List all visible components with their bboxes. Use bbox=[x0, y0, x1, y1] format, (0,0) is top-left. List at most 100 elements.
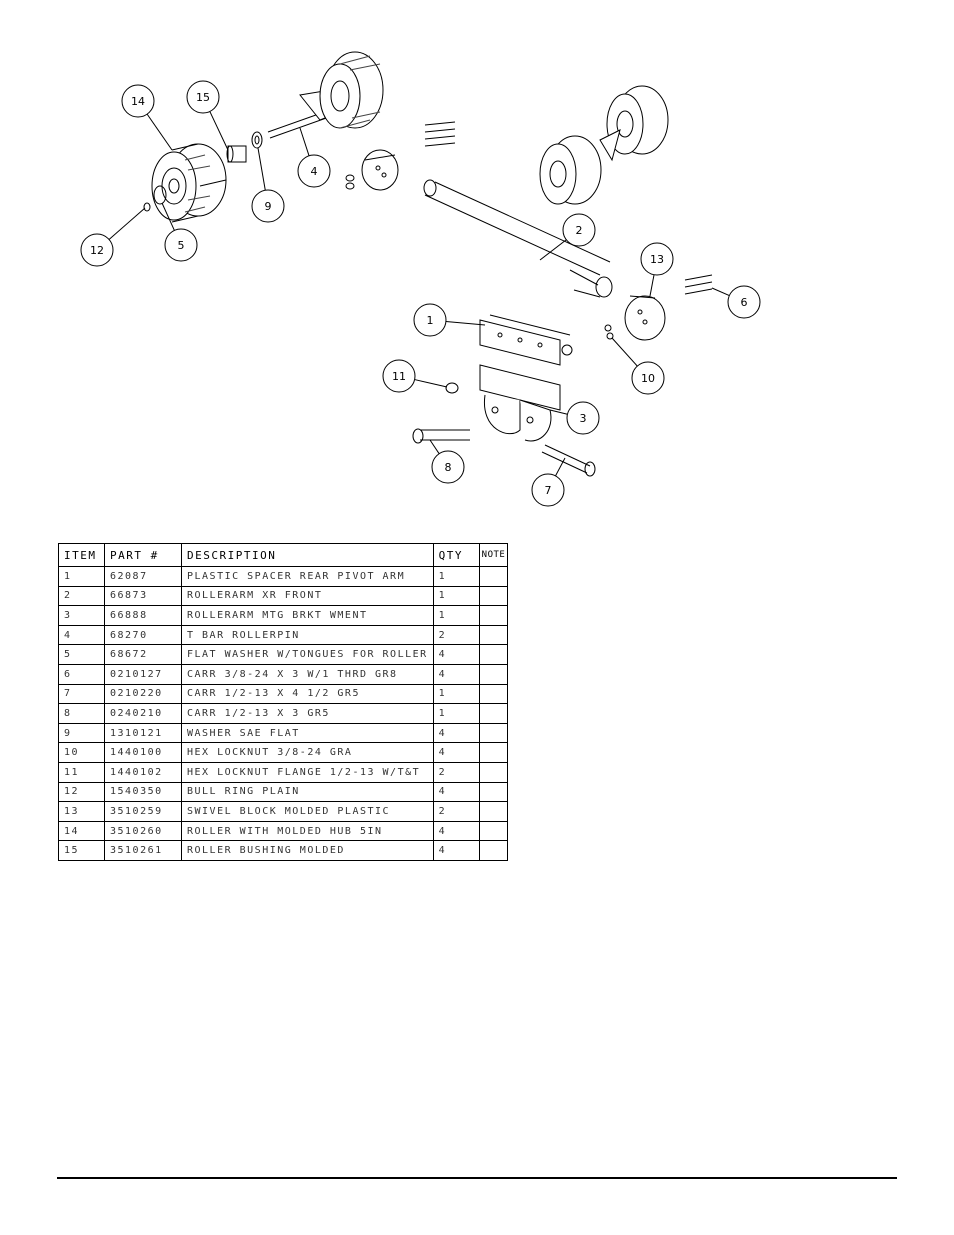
leader-line bbox=[299, 127, 310, 156]
cell-description: HEX LOCKNUT FLANGE 1/2-13 W/T&T bbox=[181, 761, 434, 783]
leader-line bbox=[257, 147, 266, 191]
cell-part-number: 3510260 bbox=[104, 820, 182, 842]
cell-part-number: 1440102 bbox=[104, 761, 182, 783]
cell-description: CARR 1/2-13 X 3 GR5 bbox=[181, 703, 434, 724]
callout-5: 5 bbox=[164, 228, 198, 262]
cell-note bbox=[478, 644, 509, 665]
cell-note bbox=[478, 585, 509, 607]
cell-note bbox=[478, 840, 509, 861]
hex-nut-center bbox=[561, 344, 573, 356]
cell-item: 2 bbox=[58, 585, 105, 607]
cell-note bbox=[478, 801, 509, 822]
leader-line bbox=[445, 320, 486, 326]
mtg-bracket bbox=[479, 364, 561, 442]
callout-label: 10 bbox=[641, 372, 655, 385]
callout-6: 6 bbox=[727, 285, 761, 319]
cell-item: 11 bbox=[58, 761, 105, 783]
washer-5 bbox=[153, 185, 167, 205]
leader-line bbox=[549, 409, 568, 415]
cell-item: 7 bbox=[58, 683, 105, 705]
bolts-top bbox=[424, 121, 456, 147]
callout-label: 12 bbox=[90, 244, 104, 257]
cell-item: 4 bbox=[58, 624, 105, 646]
cell-note bbox=[478, 703, 509, 724]
callout-9: 9 bbox=[251, 189, 285, 223]
cell-qty: 1 bbox=[432, 566, 480, 587]
callout-10: 10 bbox=[631, 361, 665, 395]
callout-circle bbox=[640, 242, 674, 276]
swivel-block-left bbox=[361, 149, 399, 191]
cell-qty: 1 bbox=[432, 703, 480, 724]
cell-qty: 4 bbox=[432, 840, 480, 861]
rollerarm-tube bbox=[423, 179, 613, 298]
leader-line bbox=[539, 239, 567, 261]
cell-description: HEX LOCKNUT 3/8-24 GRA bbox=[181, 742, 434, 763]
cell-item: 13 bbox=[58, 801, 105, 822]
leader-line bbox=[146, 113, 173, 151]
cell-item: 3 bbox=[58, 605, 105, 626]
cell-note bbox=[478, 820, 509, 842]
cell-item: 12 bbox=[58, 781, 105, 803]
callout-circle bbox=[121, 84, 155, 118]
cell-note bbox=[478, 742, 509, 763]
callout-8: 8 bbox=[431, 450, 465, 484]
callout-label: 15 bbox=[196, 91, 210, 104]
cell-description: FLAT WASHER W/TONGUES FOR ROLLER bbox=[181, 644, 434, 665]
table-header-row: ITEM PART # DESCRIPTION QTY NOTE bbox=[58, 543, 509, 567]
callout-label: 2 bbox=[576, 224, 583, 237]
cell-item: 14 bbox=[58, 820, 105, 842]
cell-note bbox=[478, 624, 509, 646]
flange-locknut bbox=[445, 382, 459, 394]
cell-qty: 2 bbox=[432, 801, 480, 822]
roller-left-front bbox=[151, 143, 227, 223]
cell-item: 15 bbox=[58, 840, 105, 861]
callout-label: 9 bbox=[265, 200, 272, 213]
cell-note bbox=[478, 605, 509, 626]
callout-label: 7 bbox=[545, 484, 552, 497]
callout-label: 1 bbox=[427, 314, 434, 327]
cell-qty: 2 bbox=[432, 761, 480, 783]
cell-qty: 4 bbox=[432, 742, 480, 763]
cell-qty: 1 bbox=[432, 683, 480, 705]
callout-1: 1 bbox=[413, 303, 447, 337]
callout-circle bbox=[297, 154, 331, 188]
cell-part-number: 66888 bbox=[104, 605, 182, 626]
cell-part-number: 62087 bbox=[104, 566, 182, 587]
cell-description: WASHER SAE FLAT bbox=[181, 722, 434, 744]
cell-description: ROLLERARM MTG BRKT WMENT bbox=[181, 605, 434, 626]
callout-circle bbox=[727, 285, 761, 319]
callout-2: 2 bbox=[562, 213, 596, 247]
header-qty: QTY bbox=[432, 543, 480, 567]
cell-description: ROLLERARM XR FRONT bbox=[181, 585, 434, 607]
washer-9 bbox=[251, 131, 263, 149]
cell-qty: 1 bbox=[432, 605, 480, 626]
cell-part-number: 68270 bbox=[104, 624, 182, 646]
callout-label: 5 bbox=[178, 239, 185, 252]
cell-part-number: 1540350 bbox=[104, 781, 182, 803]
callout-7: 7 bbox=[531, 473, 565, 507]
header-item: ITEM bbox=[58, 543, 105, 567]
cell-note bbox=[478, 761, 509, 783]
callout-4: 4 bbox=[297, 154, 331, 188]
roller-pair-right bbox=[539, 85, 669, 205]
callout-label: 3 bbox=[580, 412, 587, 425]
callout-3: 3 bbox=[566, 401, 600, 435]
cell-note bbox=[478, 683, 509, 705]
plastic-spacer bbox=[479, 314, 571, 366]
cell-qty: 4 bbox=[432, 663, 480, 685]
callout-circle bbox=[164, 228, 198, 262]
callout-label: 8 bbox=[445, 461, 452, 474]
cell-description: ROLLER BUSHING MOLDED bbox=[181, 840, 434, 861]
callout-14: 14 bbox=[121, 84, 155, 118]
cell-part-number: 1440100 bbox=[104, 742, 182, 763]
cell-item: 10 bbox=[58, 742, 105, 763]
